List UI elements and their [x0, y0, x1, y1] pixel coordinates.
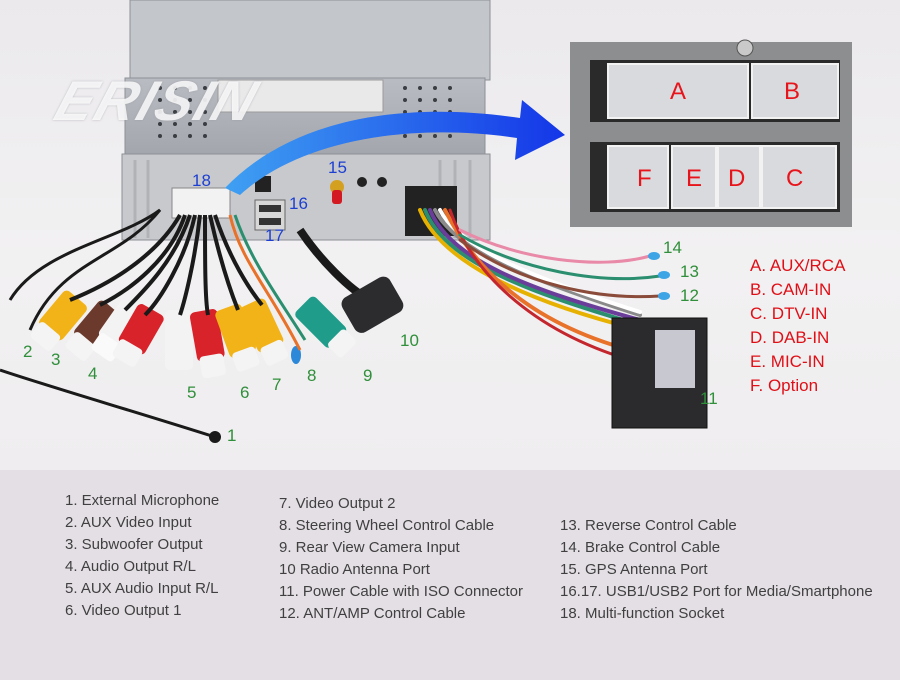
legend-column-3: 13. Reverse Control Cable 14. Brake Cont… — [560, 515, 873, 625]
iso-connector — [611, 317, 708, 429]
legend-item: 2. AUX Video Input — [65, 514, 192, 531]
legend-item: 15. GPS Antenna Port — [560, 561, 708, 578]
connector-legend-item: E. MIC-IN — [750, 352, 825, 371]
connector-label-b: B — [784, 78, 801, 105]
legend-item: 3. Subwoofer Output — [65, 536, 203, 553]
callout-7: 7 — [272, 375, 282, 394]
connector-label-e: E — [686, 165, 703, 192]
connector-closeup — [570, 39, 852, 227]
rca-plugs — [30, 290, 356, 379]
pointer-arrow — [225, 100, 565, 195]
connector-legend-item: F. Option — [750, 376, 819, 395]
callout-5: 5 — [187, 383, 197, 402]
legend-item: 1. External Microphone — [65, 492, 220, 509]
legend-item: 9. Rear View Camera Input — [279, 539, 460, 556]
legend-item: 10 Radio Antenna Port — [279, 561, 430, 578]
product-photo: ERISIN A B C D E F 1 2 3 4 5 6 7 8 9 10 … — [0, 0, 900, 470]
callout-13: 13 — [680, 262, 699, 281]
legend-item: 11. Power Cable with ISO Connector — [279, 583, 524, 600]
legend-item: 13. Reverse Control Cable — [560, 517, 737, 534]
callout-10: 10 — [400, 331, 419, 350]
legend-item: 5. AUX Audio Input R/L — [65, 580, 219, 597]
brand-logo: ERISIN — [47, 69, 267, 132]
callout-18: 18 — [192, 171, 211, 190]
connector-label-c: C — [786, 165, 804, 192]
callout-6: 6 — [240, 383, 250, 402]
connector-label-a: A — [670, 78, 687, 105]
legend-item: 8. Steering Wheel Control Cable — [279, 517, 495, 534]
connector-legend-item: B. CAM-IN — [750, 280, 832, 299]
legend-item: 18. Multi-function Socket — [560, 605, 725, 622]
microphone — [209, 431, 221, 443]
radio-antenna-plug — [341, 276, 404, 333]
connector-label-d: D — [728, 165, 746, 192]
legend-item: 12. ANT/AMP Control Cable — [279, 605, 466, 622]
callout-8: 8 — [307, 366, 317, 385]
legend-column-1: 1. External Microphone 2. AUX Video Inpu… — [65, 490, 219, 622]
callout-4: 4 — [88, 364, 98, 383]
connector-label-f: F — [637, 165, 652, 192]
callout-1: 1 — [227, 426, 237, 445]
legend-item: 16.17. USB1/USB2 Port for Media/Smartpho… — [560, 583, 873, 600]
callout-11: 11 — [700, 389, 718, 408]
callout-3: 3 — [51, 350, 61, 369]
connector-legend-item: D. DAB-IN — [750, 328, 830, 347]
legend-item: 7. Video Output 2 — [279, 495, 396, 512]
legend-item: 14. Brake Control Cable — [560, 539, 721, 556]
callout-12: 12 — [680, 286, 699, 305]
power-harness — [418, 208, 662, 362]
legend-item: 6. Video Output 1 — [65, 602, 182, 619]
connector-legend-item: C. DTV-IN — [750, 304, 828, 323]
callout-14: 14 — [663, 238, 682, 257]
legend-item: 4. Audio Output R/L — [65, 558, 196, 575]
head-unit-chassis — [121, 0, 491, 241]
microphone-cable — [0, 368, 216, 439]
callout-15: 15 — [328, 158, 347, 177]
callout-9: 9 — [363, 366, 373, 385]
callout-2: 2 — [23, 342, 33, 361]
legend-column-2: 7. Video Output 2 8. Steering Wheel Cont… — [279, 493, 523, 625]
connector-legend: A. AUX/RCA B. CAM-IN C. DTV-IN D. DAB-IN… — [750, 254, 845, 398]
wiring-illustration — [0, 0, 852, 443]
connector-legend-item: A. AUX/RCA — [750, 256, 846, 275]
callout-16: 16 — [289, 194, 308, 213]
callout-17: 17 — [265, 226, 284, 245]
